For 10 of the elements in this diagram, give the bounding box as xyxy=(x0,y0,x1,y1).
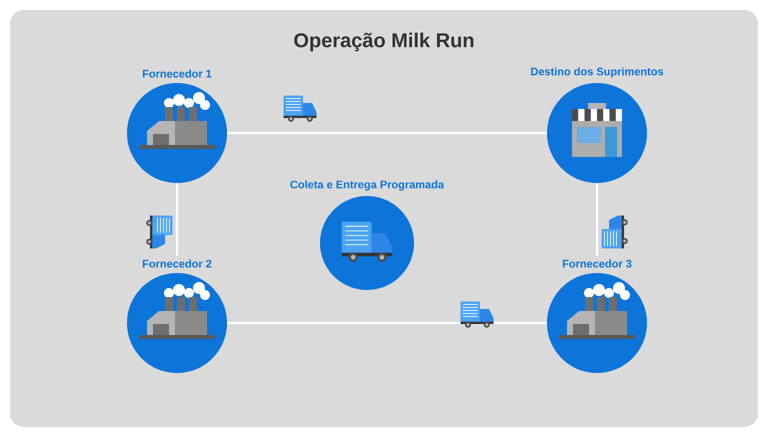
connector-line xyxy=(227,322,547,324)
title: Operação Milk Run xyxy=(294,32,474,52)
node-label: Coleta e Entrega Programada xyxy=(290,180,444,191)
node-label: Fornecedor 2 xyxy=(142,260,212,268)
connector-line xyxy=(596,183,598,256)
connector-line xyxy=(227,132,547,134)
node-label: Fornecedor 3 xyxy=(562,260,632,268)
node-label: Destino dos Suprimentos xyxy=(531,67,664,78)
node-label: Fornecedor 1 xyxy=(142,70,212,78)
connector-line xyxy=(176,183,178,256)
